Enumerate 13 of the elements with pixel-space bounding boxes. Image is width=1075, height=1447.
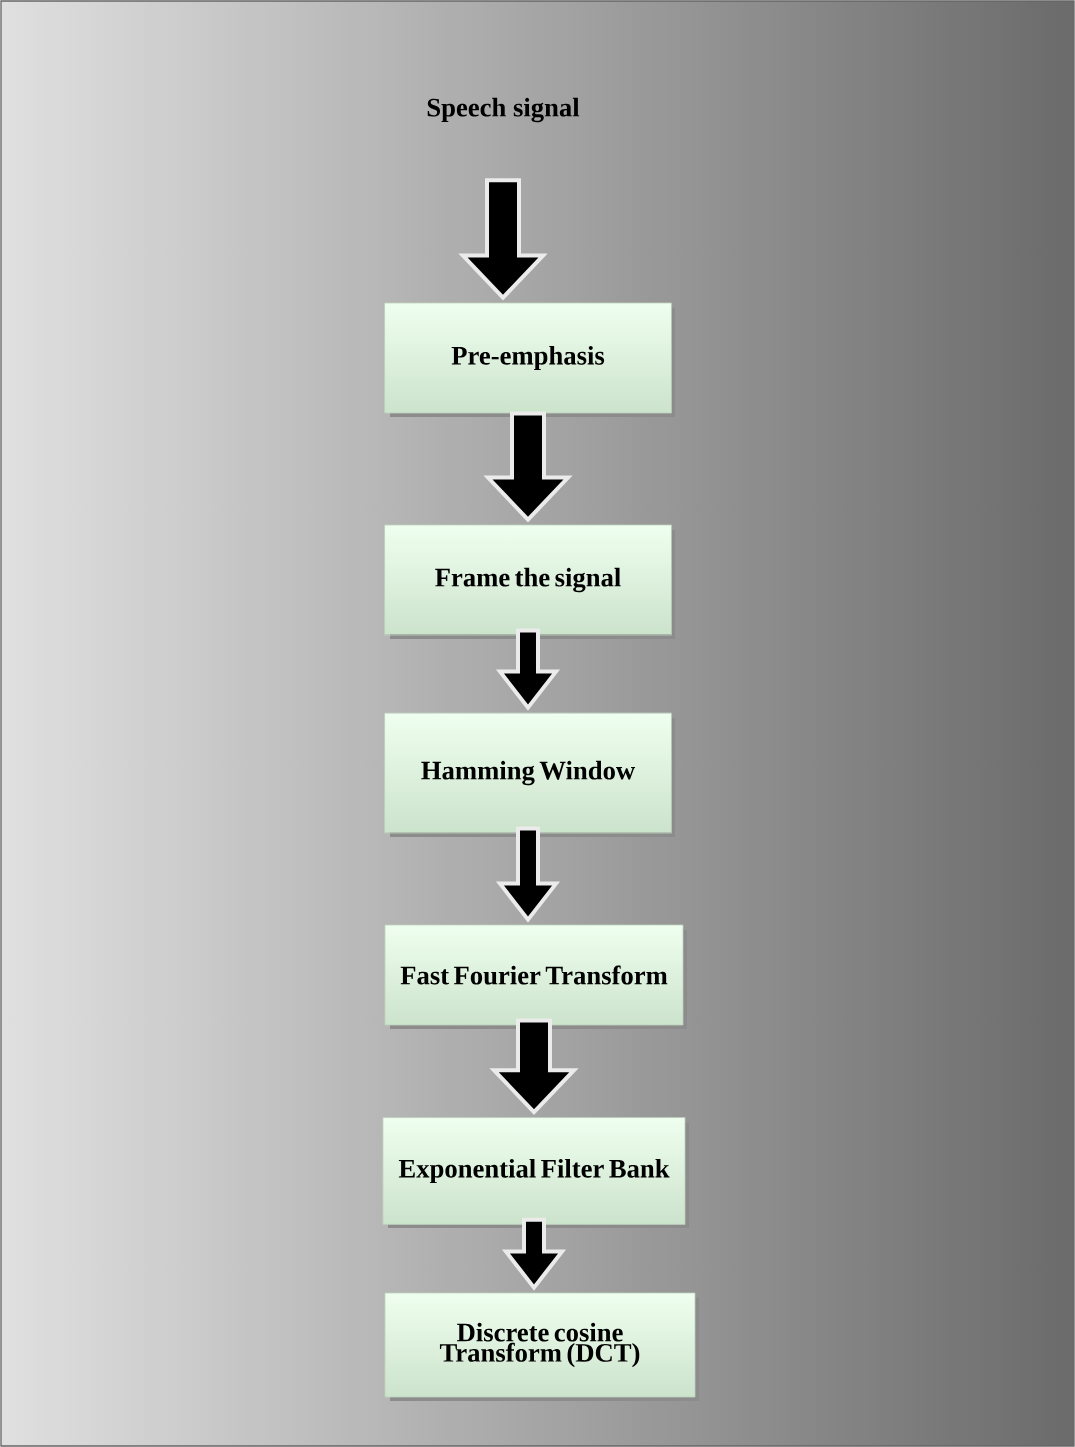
block-arrow — [501, 1217, 567, 1291]
process-box: Fast Fourier Transform — [384, 924, 687, 1029]
process-box: Exponential Filter Bank — [382, 1117, 689, 1228]
block-arrow — [495, 628, 561, 711]
process-box: Pre-emphasis — [384, 302, 675, 417]
process-box: Discrete cosine Transform (DCT) — [384, 1292, 699, 1401]
block-arrow — [458, 178, 548, 301]
input-label: Speech signal — [427, 97, 580, 123]
block-arrow — [495, 826, 561, 923]
process-box: Hamming Window — [384, 712, 675, 837]
block-arrow — [489, 1018, 579, 1116]
process-box: Frame the signal — [384, 524, 675, 639]
block-arrow — [483, 411, 573, 523]
